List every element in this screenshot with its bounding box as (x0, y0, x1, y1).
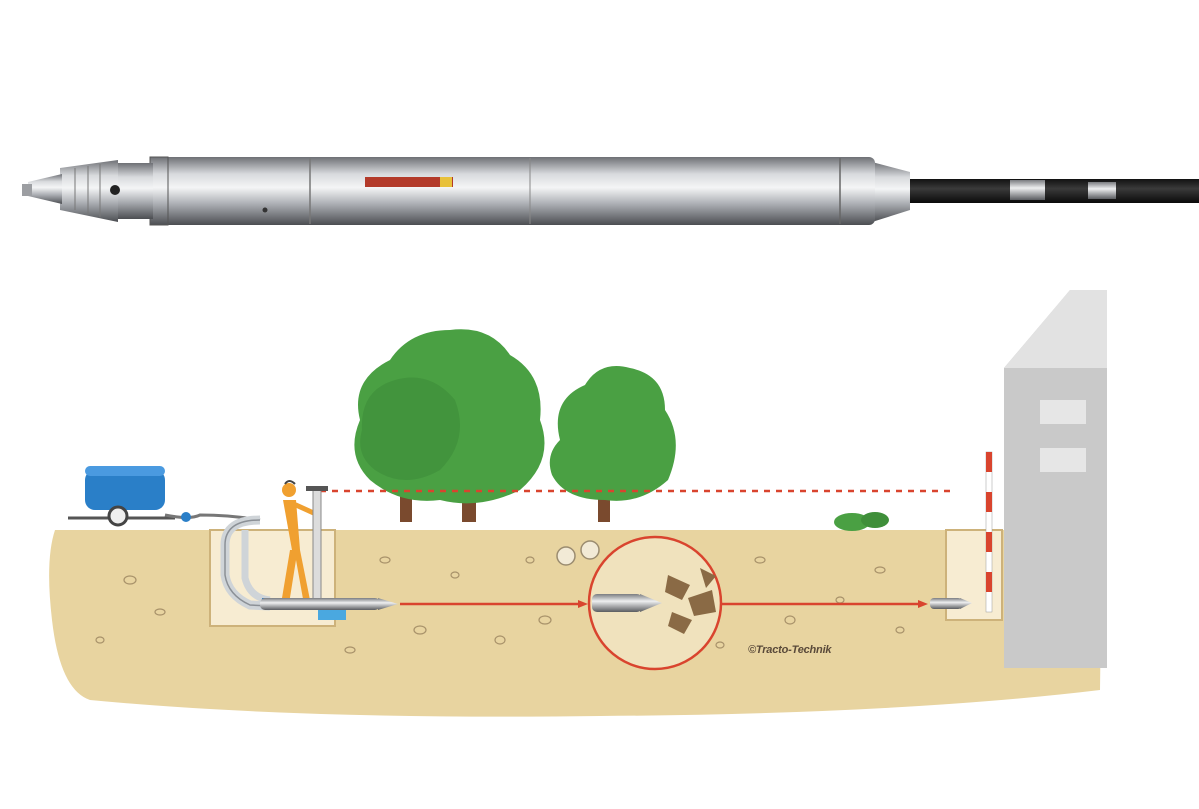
ground-cross-section (49, 529, 1102, 717)
window (1040, 448, 1086, 472)
hose-coupling (1088, 182, 1116, 199)
tool-body (150, 157, 875, 225)
survey-pole (985, 451, 993, 613)
detail-circle (587, 535, 723, 671)
building (1004, 290, 1107, 668)
hose-coupling (1010, 180, 1045, 200)
copyright-credit: ©Tracto-Technik (748, 644, 832, 656)
tool-label (365, 177, 453, 187)
soil-piercing-tool-exit (930, 598, 972, 609)
soil-piercing-tool-photo (22, 156, 1199, 226)
operator-figure (280, 480, 328, 610)
water-pump-trailer (68, 466, 261, 527)
tree (549, 366, 676, 522)
window (1040, 400, 1086, 424)
rock-obstacle (556, 546, 576, 566)
bush (834, 512, 889, 531)
rock-obstacle (580, 540, 600, 560)
target-pit (945, 529, 1003, 621)
tree (354, 329, 545, 522)
soil-piercing-tool (260, 598, 398, 610)
hose (900, 179, 1199, 203)
tool-head (60, 160, 118, 222)
